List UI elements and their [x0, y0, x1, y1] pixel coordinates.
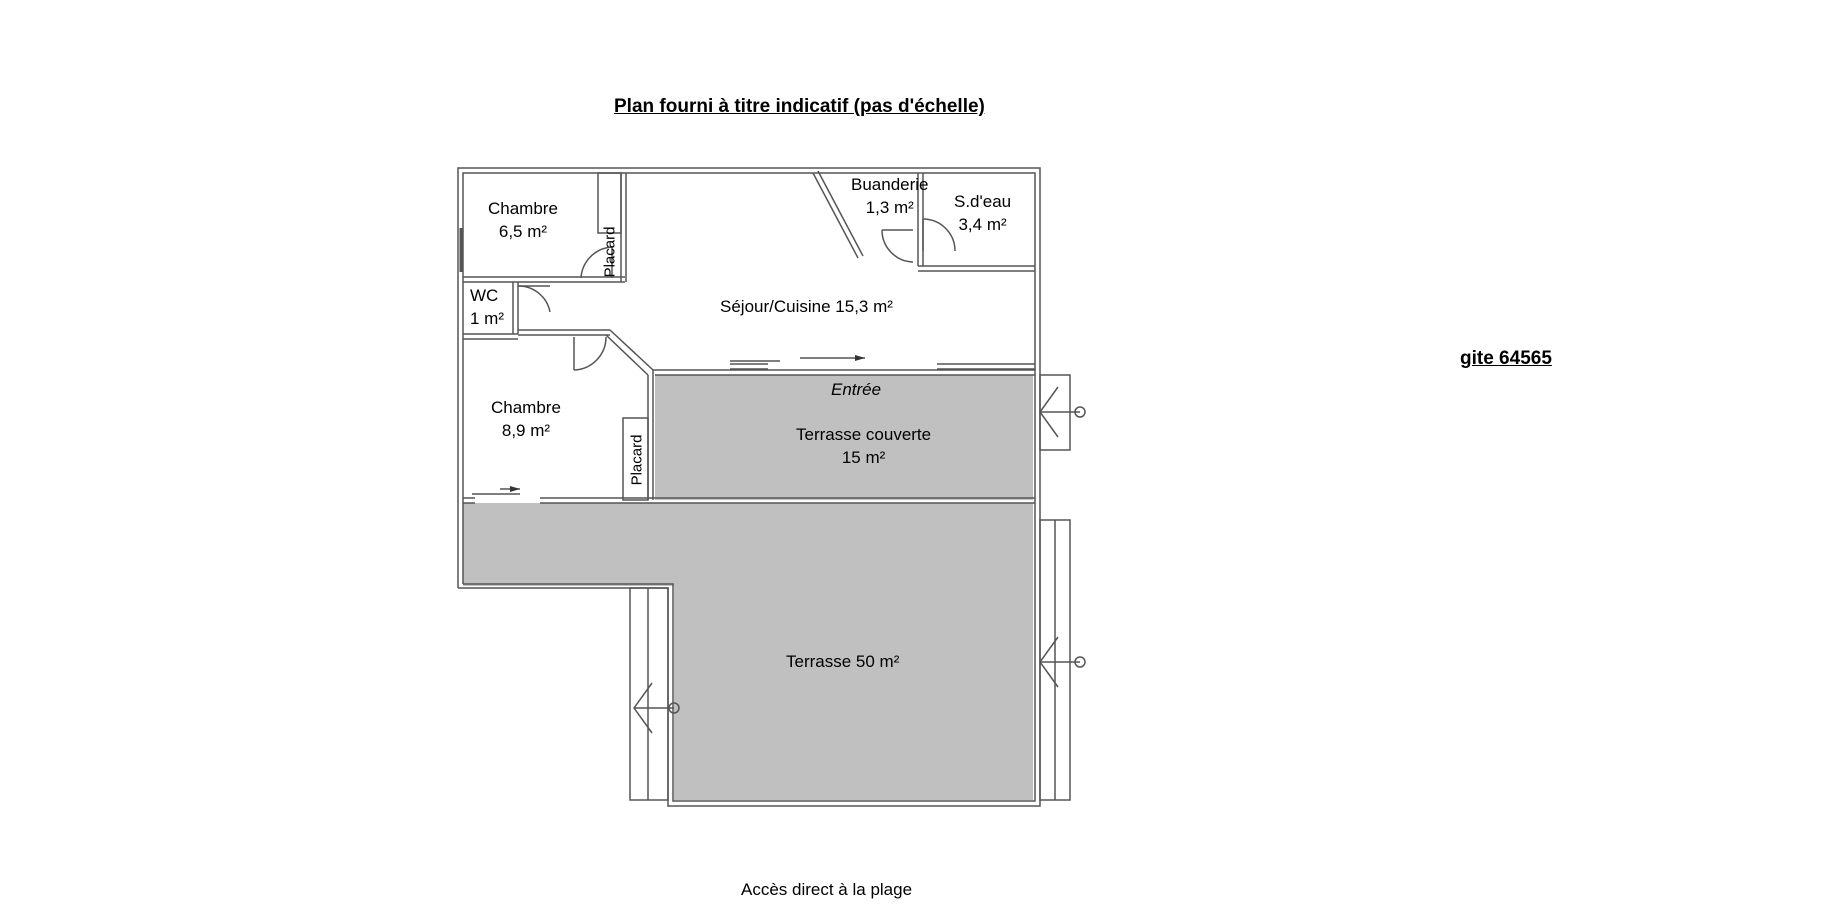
closet-1: Placard — [600, 226, 620, 278]
room-area: 8,9 m² — [501, 421, 551, 440]
room-chambre-2: Chambre 8,9 m² — [491, 396, 561, 442]
room-name: Chambre — [491, 398, 561, 417]
covered-terrace-fill — [655, 375, 1033, 500]
room-area: 3,4 m² — [958, 215, 1007, 234]
bedroom-2-wall — [463, 329, 655, 504]
beach-access-note: Accès direct à la plage — [741, 880, 913, 899]
room-area: 6,5 m² — [498, 222, 548, 241]
wc-wall — [463, 282, 610, 340]
room-area: 15 m² — [841, 448, 886, 467]
room-area: 1 m² — [470, 309, 504, 328]
plan-title: Plan fourni à titre indicatif (pas d'éch… — [614, 96, 985, 117]
room-name: Terrasse couverte — [796, 425, 932, 444]
room-wc: WC 1 m² — [470, 284, 504, 330]
closet-label: Placard — [601, 226, 619, 278]
sliding-door-arrow — [510, 355, 865, 492]
gite-reference: gite 64565 — [1460, 348, 1552, 369]
room-name: Chambre — [488, 199, 558, 218]
entry-label: Entrée — [831, 380, 882, 399]
room-buanderie: Buanderie 1,3 m² — [851, 173, 929, 219]
room-chambre-1: Chambre 6,5 m² — [488, 197, 558, 243]
door-swing — [517, 218, 956, 371]
room-name: WC — [470, 286, 499, 305]
terrace-fill — [463, 503, 1033, 800]
room-sdeau: S.d'eau 3,4 m² — [954, 190, 1011, 236]
closet-label: Placard — [628, 434, 646, 486]
room-terrasse: Terrasse 50 m² — [786, 652, 900, 671]
bedroom-1-wall — [459, 172, 627, 283]
covered-terrace-wall — [653, 363, 1035, 504]
room-terrasse-couverte: Terrasse couverte 15 m² — [796, 423, 931, 469]
closet-2: Placard — [626, 420, 646, 498]
room-name: Buanderie — [851, 175, 929, 194]
room-area: 1,3 m² — [865, 198, 914, 217]
room-sejour-cuisine: Séjour/Cuisine 15,3 m² — [720, 297, 893, 316]
room-name: S.d'eau — [954, 192, 1012, 211]
shutter — [629, 374, 1086, 801]
